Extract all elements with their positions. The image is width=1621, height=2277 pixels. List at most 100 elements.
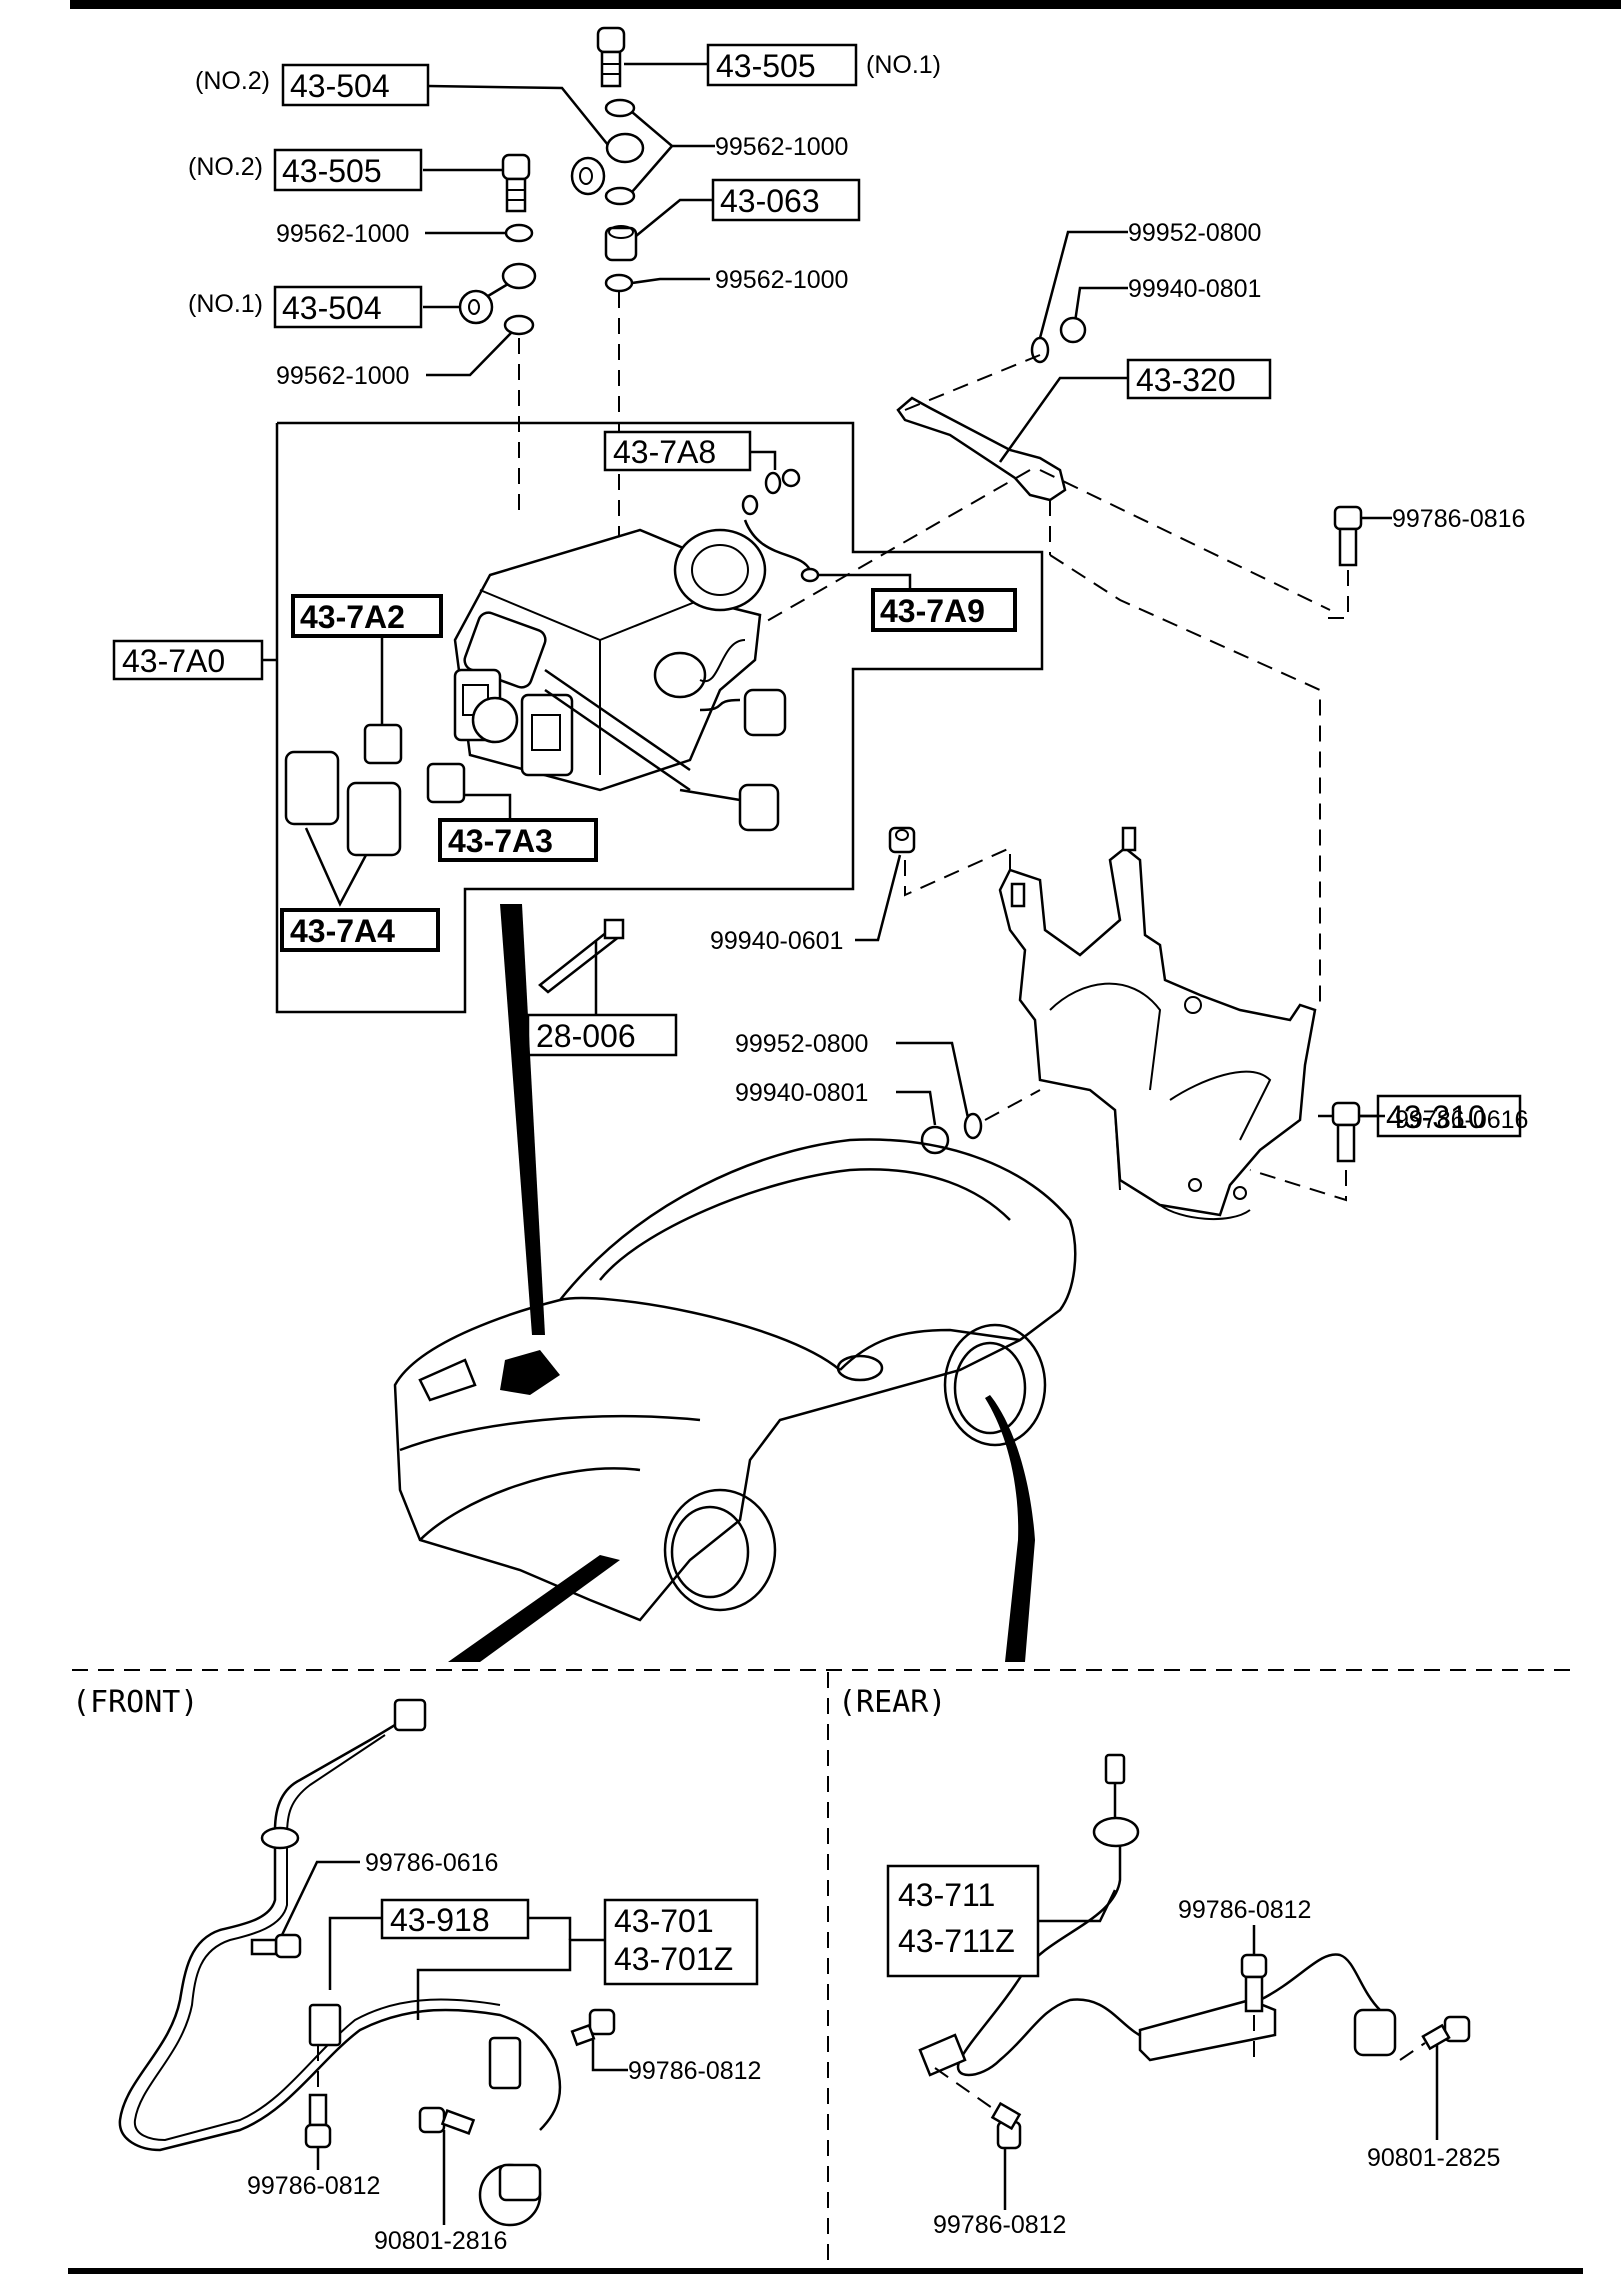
leader-line bbox=[896, 1090, 937, 1126]
spacer-icon bbox=[604, 225, 638, 262]
part-number: 43-711Z bbox=[898, 1923, 1015, 1959]
leader-line bbox=[1037, 1889, 1117, 1923]
leader-line bbox=[427, 84, 609, 146]
callout-43-505-no1[interactable]: 43-505 bbox=[706, 43, 858, 87]
washer-icon bbox=[604, 98, 636, 118]
pointer-arrow bbox=[985, 1395, 1035, 1662]
rear-sensor-harness-icon bbox=[918, 1753, 1397, 2077]
callout-43-7A9[interactable]: 43-7A9 bbox=[871, 588, 1017, 632]
nut-icon bbox=[781, 468, 801, 488]
part-label-99786-0812[interactable]: 99786-0812 bbox=[933, 2211, 1066, 2239]
part-number: 43-7A0 bbox=[122, 643, 225, 679]
section-label-rear: (REAR) bbox=[838, 1685, 946, 1720]
part-label-99786-0812[interactable]: 99786-0812 bbox=[247, 2172, 380, 2200]
leader-line bbox=[631, 145, 673, 193]
part-label-99562-1000[interactable]: 99562-1000 bbox=[715, 266, 848, 294]
part-number: 43-918 bbox=[390, 1902, 490, 1938]
callout-43-7A4[interactable]: 43-7A4 bbox=[280, 908, 440, 952]
callout-43-701[interactable]: 43-701 43-701Z bbox=[603, 1898, 759, 1986]
leader-line bbox=[426, 331, 513, 377]
leader-line bbox=[855, 854, 902, 942]
pointer-arrow bbox=[500, 904, 545, 1335]
leader-line bbox=[631, 277, 710, 285]
part-label-99786-0816[interactable]: 99786-0816 bbox=[1392, 505, 1525, 533]
leader-line bbox=[818, 573, 912, 590]
part-number: 43-7A3 bbox=[448, 823, 553, 859]
part-number: 43-320 bbox=[1136, 362, 1236, 398]
part-number: 43-701 bbox=[614, 1903, 714, 1939]
part-label-90801-2825[interactable]: 90801-2825 bbox=[1367, 2144, 1500, 2172]
upper-bracket-icon bbox=[896, 396, 1067, 502]
part-label-99952-0800[interactable]: 99952-0800 bbox=[1128, 219, 1261, 247]
part-label-99786-0812[interactable]: 99786-0812 bbox=[628, 2057, 761, 2085]
part-label-99562-1000[interactable]: 99562-1000 bbox=[715, 133, 848, 161]
part-label-99786-0812[interactable]: 99786-0812 bbox=[1178, 1896, 1311, 1924]
washer-icon bbox=[963, 1112, 983, 1140]
assembly-line bbox=[984, 1089, 1041, 1121]
part-label-99952-0800[interactable]: 99952-0800 bbox=[735, 1030, 868, 1058]
part-number: 43-063 bbox=[720, 183, 820, 219]
main-bracket-icon bbox=[998, 846, 1317, 1220]
callout-43-7A8[interactable]: 43-7A8 bbox=[603, 430, 752, 472]
part-label-99940-0801[interactable]: 99940-0801 bbox=[1128, 275, 1261, 303]
callout-43-918[interactable]: 43-918 bbox=[380, 1898, 530, 1940]
callout-43-310[interactable]: 43-310 bbox=[1376, 1094, 1522, 1138]
callout-43-320[interactable]: 43-320 bbox=[1126, 358, 1272, 400]
callout-28-006[interactable]: 28-006 bbox=[526, 1013, 678, 1057]
part-label-99940-0601[interactable]: 99940-0601 bbox=[710, 927, 843, 955]
relay-icon bbox=[346, 781, 402, 857]
bottom-border bbox=[68, 2268, 1583, 2274]
part-number: 43-7A8 bbox=[613, 434, 716, 470]
bolt-icon bbox=[1331, 1101, 1361, 1163]
assembly-line bbox=[934, 2067, 996, 2111]
leader-line bbox=[1073, 286, 1128, 323]
leader-line bbox=[631, 111, 715, 148]
bolt-icon bbox=[1421, 2015, 1471, 2051]
leader-line bbox=[464, 793, 512, 820]
leader-line bbox=[750, 450, 777, 470]
washer-icon bbox=[764, 471, 782, 495]
callout-43-505-no2[interactable]: 43-505 bbox=[273, 148, 423, 192]
part-label-99562-1000[interactable]: 99562-1000 bbox=[276, 362, 409, 390]
part-number: 43-505 bbox=[282, 153, 382, 189]
callout-43-711[interactable]: 43-711 43-711Z bbox=[886, 1864, 1040, 1978]
bolt-icon bbox=[250, 1933, 302, 1959]
washer-icon bbox=[604, 273, 634, 293]
leader-line bbox=[416, 1938, 605, 2020]
top-border bbox=[70, 0, 1621, 9]
qualifier-no2: (NO.2) bbox=[188, 153, 263, 181]
leader-line bbox=[635, 198, 713, 237]
callout-43-7A2[interactable]: 43-7A2 bbox=[291, 594, 443, 638]
part-number: 43-7A9 bbox=[880, 593, 985, 629]
nut-icon bbox=[920, 1125, 950, 1155]
part-number: 43-701Z bbox=[614, 1941, 733, 1977]
section-label-front: (FRONT) bbox=[72, 1685, 198, 1720]
qualifier-no1: (NO.1) bbox=[188, 290, 263, 318]
part-label-99940-0801[interactable]: 99940-0801 bbox=[735, 1079, 868, 1107]
part-label-99786-0616[interactable]: 99786-0616 bbox=[1395, 1106, 1528, 1134]
part-number: 43-504 bbox=[290, 68, 390, 104]
part-label-99786-0616[interactable]: 99786-0616 bbox=[365, 1849, 498, 1877]
part-number: 43-711 bbox=[898, 1877, 995, 1913]
callout-43-504-no1[interactable]: 43-504 bbox=[273, 285, 423, 329]
callout-43-504-no2[interactable]: 43-504 bbox=[281, 63, 430, 107]
callout-43-7A0[interactable]: 43-7A0 bbox=[112, 639, 264, 681]
leader-line bbox=[304, 827, 368, 907]
bolt-icon bbox=[418, 2106, 476, 2135]
cable-tie-head-icon bbox=[603, 918, 625, 940]
assembly-frame bbox=[275, 421, 1044, 1014]
assembly-line bbox=[904, 354, 1041, 411]
hydraulic-unit-location bbox=[500, 1350, 560, 1395]
part-number: 43-7A2 bbox=[300, 599, 405, 635]
bolt-icon bbox=[990, 2101, 1022, 2150]
part-number: 43-7A4 bbox=[290, 913, 395, 949]
assembly-line bbox=[1039, 469, 1331, 611]
part-label-90801-2816[interactable]: 90801-2816 bbox=[374, 2227, 507, 2255]
callout-43-7A3[interactable]: 43-7A3 bbox=[438, 818, 598, 862]
part-label-99562-1000[interactable]: 99562-1000 bbox=[276, 220, 409, 248]
callout-43-063[interactable]: 43-063 bbox=[711, 178, 861, 222]
leader-line bbox=[896, 1041, 970, 1119]
leader-line bbox=[328, 1916, 382, 1990]
front-sensor-harness-icon bbox=[118, 1698, 562, 2227]
stud-icon bbox=[1010, 826, 1137, 908]
